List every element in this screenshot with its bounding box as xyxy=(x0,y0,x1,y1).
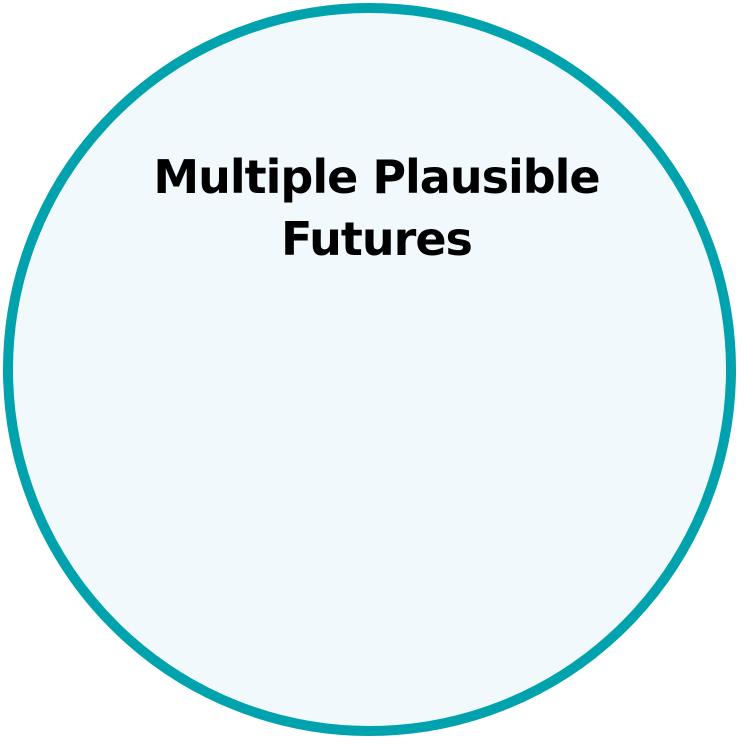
circle-title: Multiple Plausible Futures xyxy=(0,146,753,270)
circle-title-line-2: Futures xyxy=(281,212,473,266)
futures-circle xyxy=(3,3,736,736)
circle-title-line-1: Multiple Plausible xyxy=(153,150,600,204)
